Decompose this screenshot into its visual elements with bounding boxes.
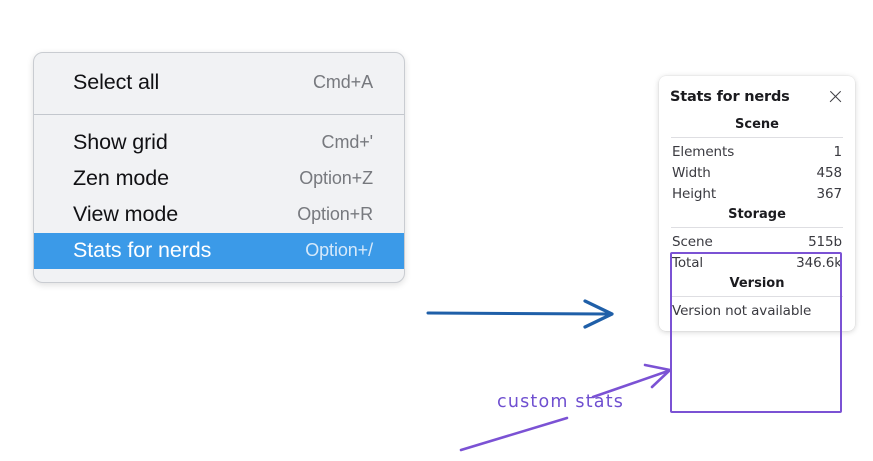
section-heading: Scene	[735, 117, 779, 132]
stats-section-scene: Scene Elements 1 Width 458 Height 367	[670, 114, 844, 204]
menu-item-view-mode[interactable]: View mode Option+R	[34, 197, 404, 233]
stat-row: Width 458	[670, 162, 844, 183]
stat-key: Scene	[672, 233, 713, 250]
stats-for-nerds-panel: Stats for nerds Scene Elements 1 Width 4…	[659, 76, 855, 331]
stat-row: Elements 1	[670, 141, 844, 162]
blue-arrow	[426, 299, 614, 329]
menu-item-shortcut: Cmd+A	[312, 72, 373, 92]
context-menu: Select all Cmd+A Show grid Cmd+' Zen mod…	[33, 52, 405, 283]
menu-item-shortcut: Option+Z	[299, 168, 373, 188]
stats-section-storage: Storage Scene 515b Total 346.6k	[670, 204, 844, 273]
menu-item-stats-for-nerds[interactable]: Stats for nerds Option+/	[34, 233, 404, 269]
stat-key: Total	[672, 254, 704, 271]
menu-item-select-all[interactable]: Select all Cmd+A	[34, 65, 404, 101]
stat-value: 367	[816, 185, 843, 202]
stats-panel-title: Stats for nerds	[670, 88, 790, 105]
section-rule	[671, 137, 843, 138]
stat-value: 1	[833, 143, 843, 160]
stats-section-version: Version Version not available	[670, 273, 844, 321]
version-note: Version not available	[672, 303, 812, 319]
menu-item-label: View mode	[73, 202, 179, 226]
menu-item-label: Show grid	[73, 130, 168, 154]
menu-item-shortcut: Option+/	[305, 240, 373, 260]
menu-item-shortcut: Cmd+'	[321, 132, 374, 152]
section-heading: Storage	[728, 207, 786, 222]
stat-key: Height	[672, 185, 717, 202]
menu-item-label: Stats for nerds	[73, 238, 212, 262]
menu-section-2: Show grid Cmd+' Zen mode Option+Z View m…	[34, 115, 404, 282]
purple-underline-stroke	[459, 416, 569, 452]
menu-item-label: Zen mode	[73, 166, 170, 190]
section-rule	[671, 296, 843, 297]
stat-row: Scene 515b	[670, 231, 844, 252]
menu-item-zen-mode[interactable]: Zen mode Option+Z	[34, 161, 404, 197]
stat-value: 515b	[808, 233, 842, 250]
stat-key: Width	[672, 164, 711, 181]
close-icon[interactable]	[827, 88, 844, 105]
custom-stats-annotation-label: custom stats	[497, 392, 625, 412]
menu-item-label: Select all	[73, 70, 160, 94]
menu-item-show-grid[interactable]: Show grid Cmd+'	[34, 125, 404, 161]
section-rule	[671, 227, 843, 228]
menu-section-1: Select all Cmd+A	[34, 53, 404, 114]
stat-row: Height 367	[670, 183, 844, 204]
stats-panel-header: Stats for nerds	[670, 88, 844, 105]
section-heading: Version	[729, 276, 785, 291]
stat-row: Total 346.6k	[670, 252, 844, 273]
stat-key: Elements	[672, 143, 735, 160]
menu-divider	[34, 114, 404, 115]
menu-item-shortcut: Option+R	[297, 204, 373, 224]
stat-value: 346.6k	[796, 254, 842, 271]
stat-value: 458	[816, 164, 843, 181]
